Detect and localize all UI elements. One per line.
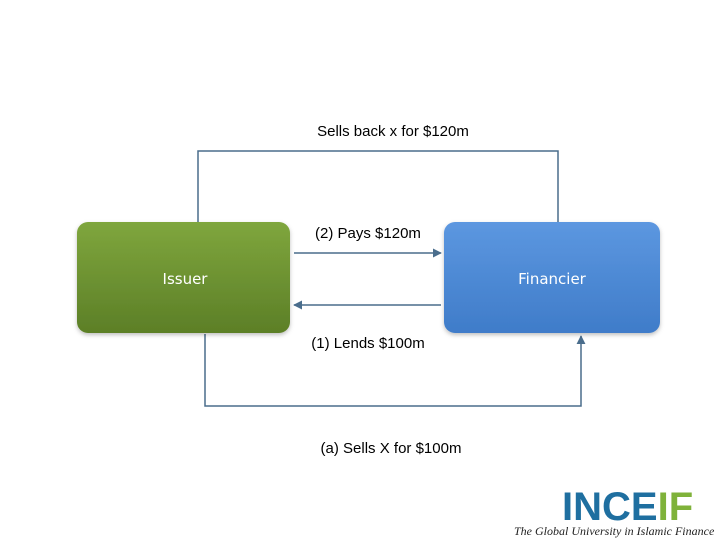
logo-word-part1: INCE bbox=[562, 485, 658, 529]
label-lends: (1) Lends $100m bbox=[311, 335, 424, 352]
label-pays: (2) Pays $120m bbox=[315, 225, 421, 242]
connector-sells-back bbox=[197, 150, 563, 243]
inceif-logo: INCEIF The Global University in Islamic … bbox=[514, 485, 715, 538]
logo-word-part2: IF bbox=[658, 485, 694, 529]
issuer-label: Issuer bbox=[163, 270, 209, 288]
financier-label: Financier bbox=[518, 270, 587, 288]
svg-text:INCEIF: INCEIF bbox=[562, 485, 693, 529]
label-sells-back: Sells back x for $120m bbox=[317, 123, 469, 140]
financier-node: Financier bbox=[444, 222, 660, 333]
issuer-node: Issuer bbox=[77, 222, 290, 333]
connector-sells bbox=[204, 334, 586, 407]
logo-tagline: The Global University in Islamic Finance bbox=[514, 524, 715, 538]
label-sells: (a) Sells X for $100m bbox=[321, 440, 462, 457]
